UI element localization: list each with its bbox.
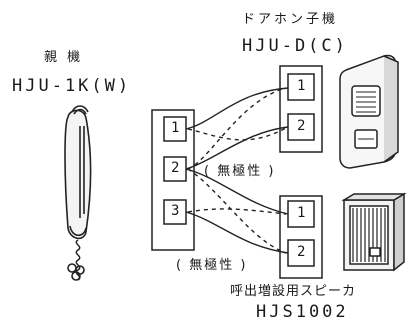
parent-title: 親 機 <box>44 50 84 65</box>
speaker-terminal-2-label: 2 <box>297 244 306 260</box>
door-terminal-1-label: 1 <box>297 78 306 94</box>
door-phone-title: ドアホン子機 <box>242 12 339 27</box>
speaker-model: HJS1002 <box>256 302 349 322</box>
speaker-terminal-2-box <box>287 239 315 267</box>
parent-terminal-3-label: 3 <box>171 203 180 219</box>
door-terminal-2-label: 2 <box>297 118 306 134</box>
speaker-wires <box>185 168 289 254</box>
speaker-terminal-1-box <box>287 200 315 228</box>
extension-speaker-illustration <box>341 192 407 272</box>
non-polar-note-lower: ( 無極性 ) <box>176 258 248 273</box>
door-phone-model: HJU-D(C) <box>242 36 348 56</box>
speaker-terminal-block <box>279 195 323 279</box>
parent-model: HJU-1K(W) <box>12 76 132 96</box>
door-phone-illustration <box>339 54 399 169</box>
parent-handset-illustration <box>64 105 92 281</box>
speaker-terminal-1-label: 1 <box>297 205 306 221</box>
non-polar-note-upper: ( 無極性 ) <box>204 164 276 179</box>
speaker-title: 呼出増設用スピーカ <box>230 284 357 299</box>
parent-terminal-block <box>151 109 195 251</box>
door-phone-wires <box>185 87 289 170</box>
parent-terminal-1-label: 1 <box>171 120 180 136</box>
parent-terminal-2-label: 2 <box>171 160 180 176</box>
door-terminal-1-box <box>287 73 315 101</box>
